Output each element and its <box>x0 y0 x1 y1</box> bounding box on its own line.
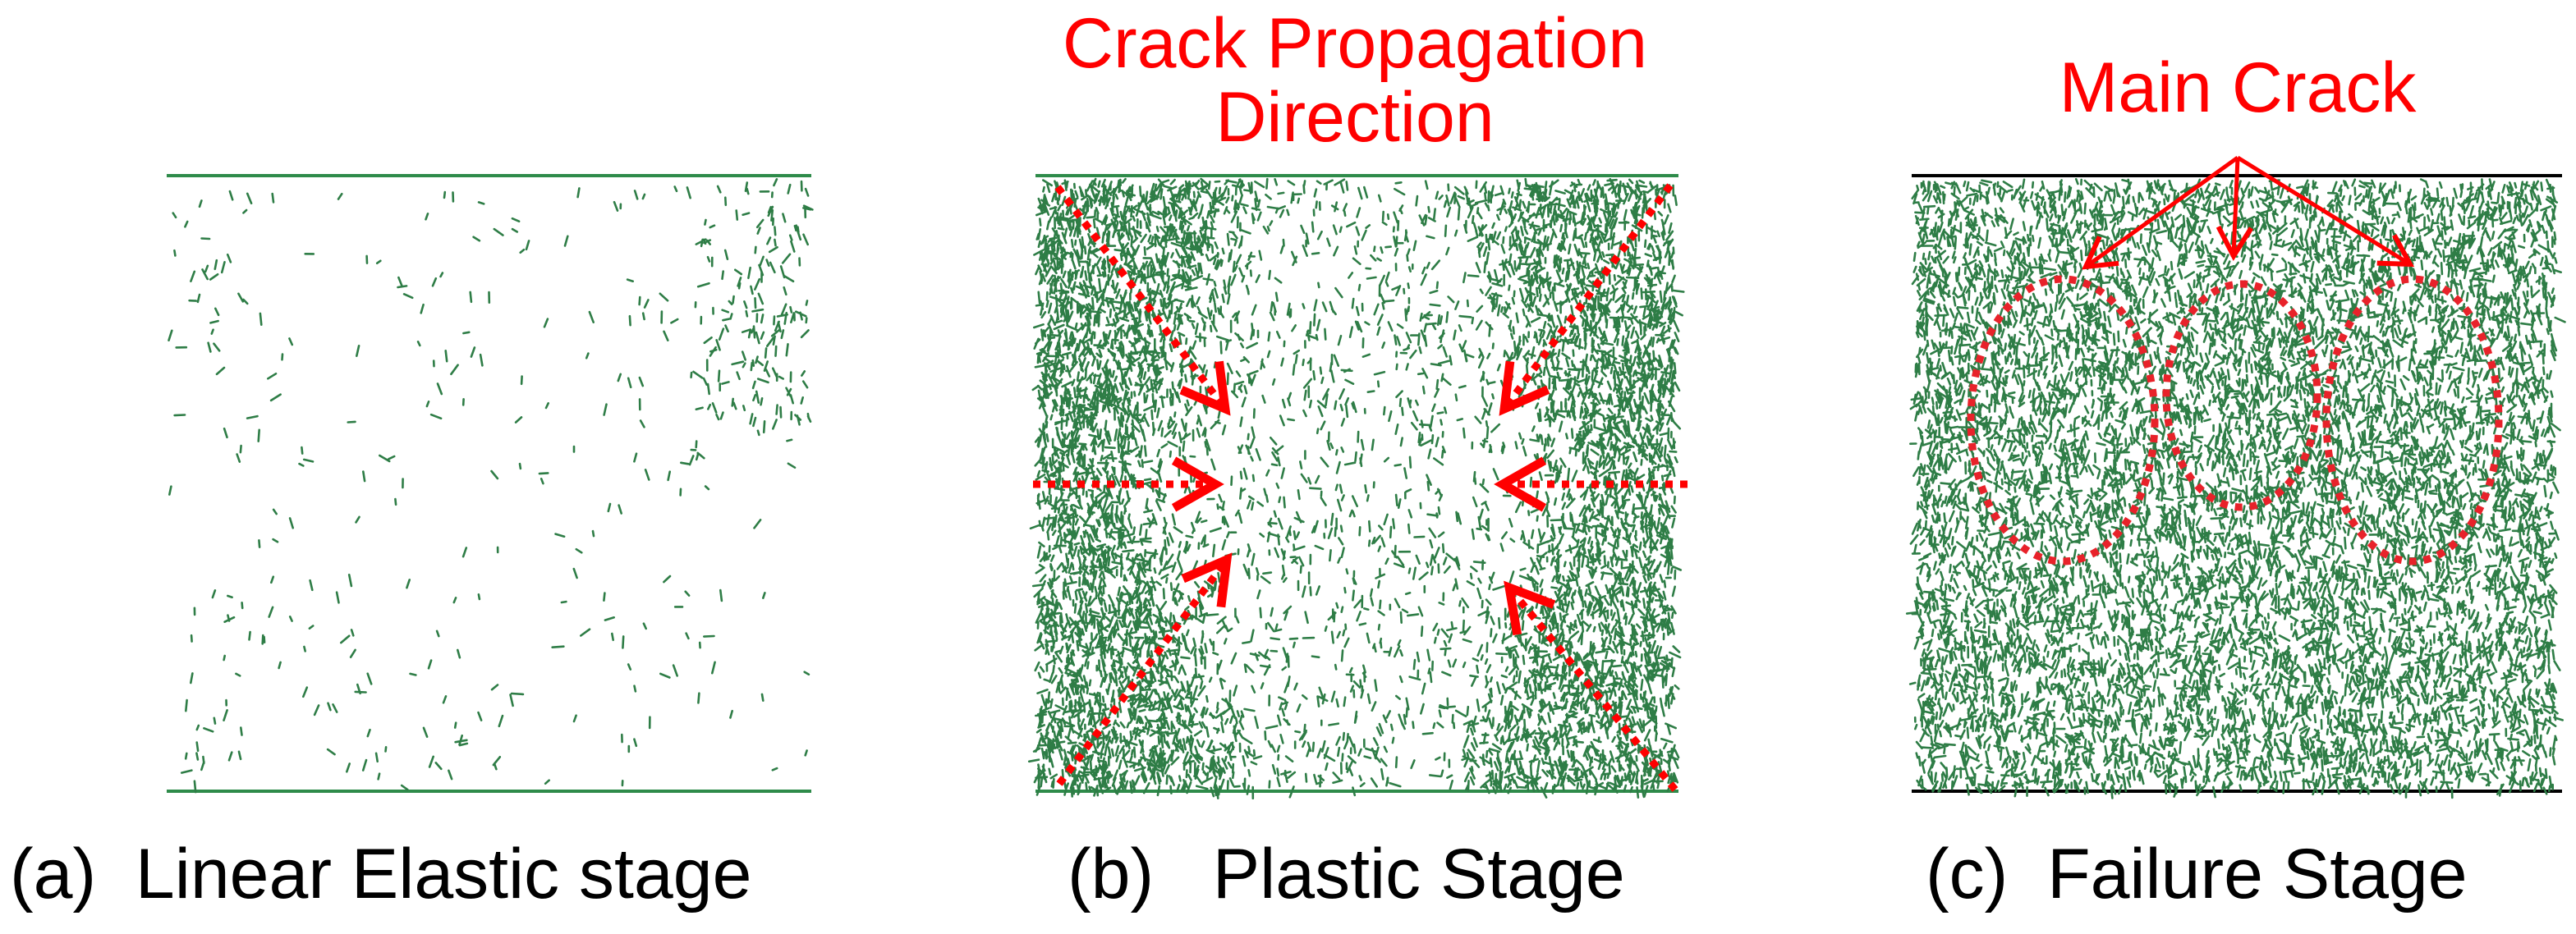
main-crack-ellipse-middle <box>2162 280 2321 511</box>
panel-b-crack-texture <box>1027 177 1685 799</box>
main-crack-ellipse-left <box>1967 275 2159 565</box>
arrow-top-right <box>1499 183 1674 416</box>
panel-a-crack-texture <box>168 178 814 794</box>
panel-c-crack-texture <box>1905 177 2566 799</box>
crack-propagation-label: Crack Propagation Direction <box>985 8 1724 153</box>
pointer-left <box>2082 155 2239 270</box>
arrow-top-left <box>1054 185 1231 416</box>
main-crack-ellipses <box>1967 275 2503 565</box>
panel-c <box>1905 155 2566 799</box>
propagation-arrows <box>1033 183 1687 792</box>
panel-a-cracks <box>168 178 814 794</box>
panel-c-caption: (c) Failure Stage <box>1926 835 2468 913</box>
panel-b-cracks <box>1027 177 1685 799</box>
main-crack-ellipse-right <box>2322 275 2503 565</box>
panel-b-caption: (b) Plastic Stage <box>1068 835 1625 913</box>
main-crack-label: Main Crack <box>2059 48 2417 127</box>
panel-a-caption: (a) Linear Elastic stage <box>10 835 752 913</box>
pointer-middle <box>2216 157 2253 262</box>
panel-b <box>1027 174 1687 799</box>
panel-a <box>167 174 814 794</box>
crack-propagation-label-line2: Direction <box>1215 78 1495 157</box>
panel-c-cracks <box>1905 177 2566 799</box>
pointer-right <box>2236 155 2415 268</box>
main-crack-pointers <box>2082 155 2415 270</box>
crack-propagation-label-line1: Crack Propagation <box>1062 4 1648 83</box>
arrow-bottom-left <box>1056 552 1233 786</box>
